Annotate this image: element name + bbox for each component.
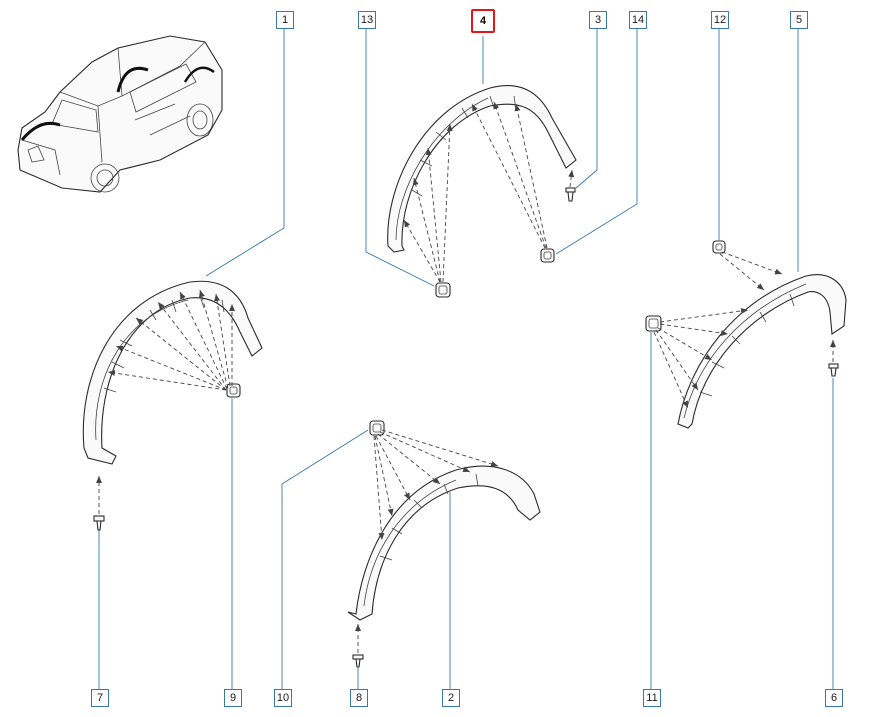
- callout-6[interactable]: 6: [825, 689, 843, 707]
- callout-9[interactable]: 9: [224, 689, 242, 707]
- screw-8: [352, 654, 364, 668]
- callout-3[interactable]: 3: [589, 11, 607, 29]
- part-5-wheel-arch-trim: [677, 274, 847, 429]
- callout-7[interactable]: 7: [91, 689, 109, 707]
- clip-14: [540, 248, 555, 263]
- vehicle-illustration: [17, 35, 223, 193]
- part-4-wheel-arch-trim: [387, 85, 577, 253]
- callout-14[interactable]: 14: [629, 11, 647, 29]
- callout-12[interactable]: 12: [711, 11, 729, 29]
- callout-8[interactable]: 8: [350, 689, 368, 707]
- callout-5[interactable]: 5: [790, 11, 808, 29]
- callout-2[interactable]: 2: [442, 689, 460, 707]
- callout-13[interactable]: 13: [358, 11, 376, 29]
- leader-lines: [98, 28, 834, 689]
- screw-7: [93, 515, 105, 531]
- screw-6: [828, 363, 839, 377]
- callout-10[interactable]: 10: [274, 689, 292, 707]
- clip-10: [369, 420, 385, 436]
- clip-9: [226, 383, 241, 398]
- clip-13: [435, 282, 451, 298]
- screw-3: [565, 187, 576, 202]
- callout-11[interactable]: 11: [643, 689, 661, 707]
- callout-1[interactable]: 1: [276, 11, 294, 29]
- clip-12: [712, 240, 726, 254]
- part-1-wheel-arch-trim: [82, 280, 263, 465]
- callout-4-selected[interactable]: 4: [471, 9, 495, 33]
- part-2-wheel-arch-trim: [347, 465, 541, 621]
- assembly-arrows: [96, 101, 836, 653]
- clip-11: [645, 315, 662, 332]
